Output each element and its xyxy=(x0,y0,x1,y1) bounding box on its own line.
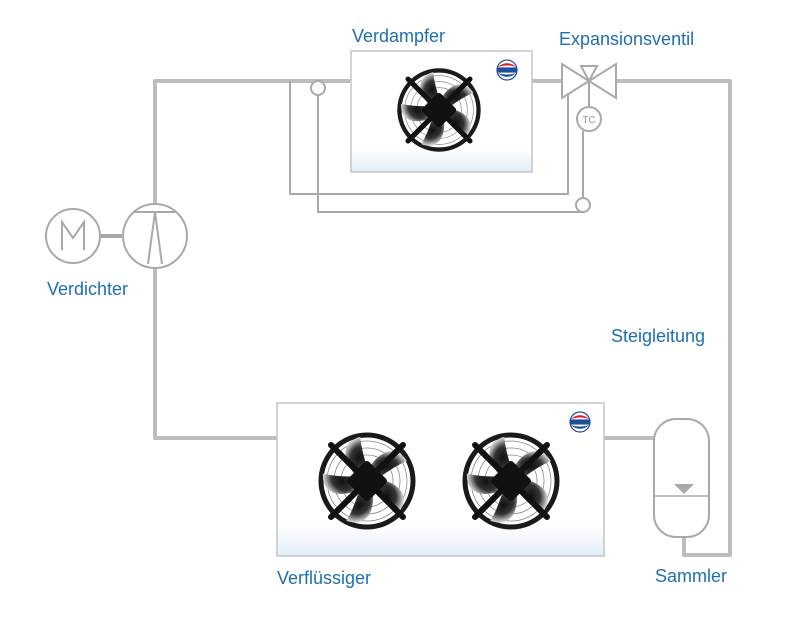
thermostat-circle xyxy=(576,106,602,132)
motor-icon xyxy=(45,208,101,264)
condenser-label: Verflüssiger xyxy=(277,568,372,588)
fan-icon xyxy=(396,69,479,151)
main-pipe-loop xyxy=(153,79,350,440)
valve-icon xyxy=(561,62,617,106)
brand-logo xyxy=(569,411,591,433)
sensing-bulb-right xyxy=(575,197,591,213)
receiver-vessel xyxy=(653,418,710,538)
compressor-icon xyxy=(122,203,188,269)
fan-icon xyxy=(317,434,413,529)
equalizer-line xyxy=(289,81,569,195)
compressor-label: Verdichter xyxy=(47,279,129,299)
receiver-label: Sammler xyxy=(655,566,728,586)
thermostat-label: TC xyxy=(582,115,595,126)
sensing-bulb-left xyxy=(310,80,326,96)
evaporator-label: Verdampfer xyxy=(352,26,446,46)
expansion-valve-label: Expansionsventil xyxy=(559,29,695,49)
brand-logo xyxy=(496,59,518,81)
fan-icon xyxy=(461,434,557,529)
expansion-to-riser-pipe xyxy=(615,79,732,557)
riser-label: Steigleitung xyxy=(611,326,706,346)
